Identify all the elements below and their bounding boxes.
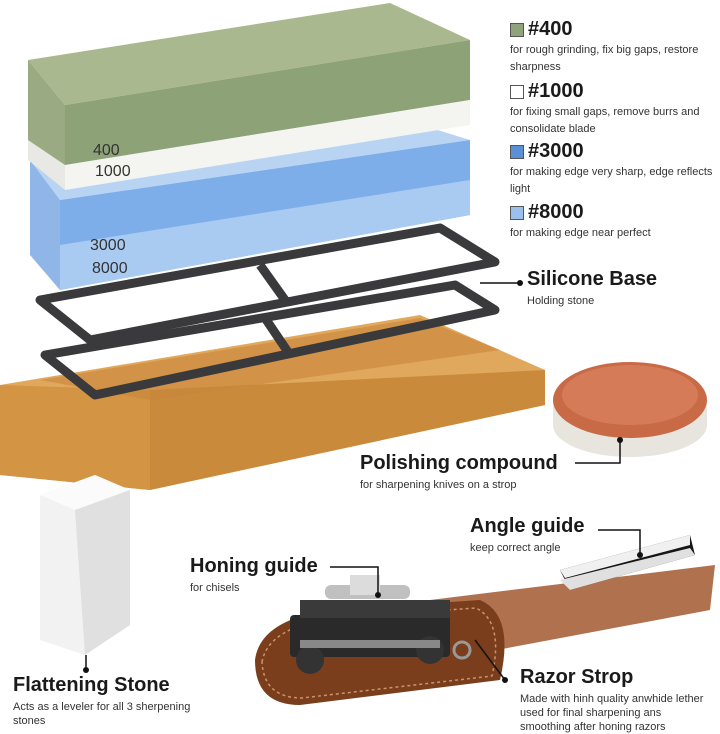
callout-lines — [330, 280, 643, 683]
grit-entry-3000: #3000 for making edge very sharp, edge r… — [510, 140, 715, 198]
blue-stone: 3000 8000 — [30, 120, 470, 290]
grit-description: for making edge very sharp, edge reflect… — [510, 166, 713, 195]
grit-swatch-8000 — [510, 205, 524, 220]
silicone-frames — [35, 223, 500, 400]
razor-strop-desc: Made with hinh quality anwhide lether us… — [520, 693, 704, 733]
polishing-compound-puck — [553, 362, 707, 457]
polishing-compound-desc: for sharpening knives on a strop — [360, 479, 517, 491]
grit-swatch-3000 — [510, 144, 524, 159]
grit-swatch-1000 — [510, 84, 524, 99]
silicone-base-title: Silicone Base — [527, 268, 658, 290]
grit-label: #400 — [528, 18, 573, 40]
grit-label: #3000 — [528, 140, 584, 162]
stone-label-400: 400 — [93, 142, 120, 159]
stone-label-3000: 3000 — [90, 237, 126, 254]
stone-label-1000: 1000 — [95, 163, 131, 180]
honing-guide-desc: for chisels — [190, 582, 240, 594]
honing-guide-tool — [290, 575, 450, 674]
flattening-stone-desc: Acts as a leveler for all 3 sherpening s… — [13, 701, 191, 727]
grit-description: for rough grinding, fix big gaps, restor… — [510, 44, 699, 73]
green-stone: 400 1000 — [28, 3, 470, 190]
grit-description: for fixing small gaps, remove burrs and … — [510, 106, 700, 135]
flattening-stone-title: Flattening Stone — [13, 674, 170, 696]
grit-label: #8000 — [528, 201, 584, 223]
polishing-compound-title: Polishing compound — [360, 452, 558, 474]
silicone-base-desc: Holding stone — [527, 295, 595, 307]
grit-entry-400: #400 for rough grinding, fix big gaps, r… — [510, 18, 715, 76]
grit-swatch-400 — [510, 22, 524, 37]
razor-strop-title: Razor Strop — [520, 666, 634, 688]
angle-guide-title: Angle guide — [470, 515, 585, 537]
grit-entry-8000: #8000 for making edge near perfect — [510, 201, 715, 242]
angle-guide-tool — [560, 535, 695, 590]
grit-entry-1000: #1000 for fixing small gaps, remove burr… — [510, 80, 715, 138]
flattening-stone-block — [40, 475, 130, 673]
grit-label: #1000 — [528, 80, 584, 102]
angle-guide-desc: keep correct angle — [470, 542, 561, 554]
grit-description: for making edge near perfect — [510, 227, 651, 239]
honing-guide-title: Honing guide — [190, 555, 318, 577]
stone-label-8000: 8000 — [92, 260, 128, 277]
